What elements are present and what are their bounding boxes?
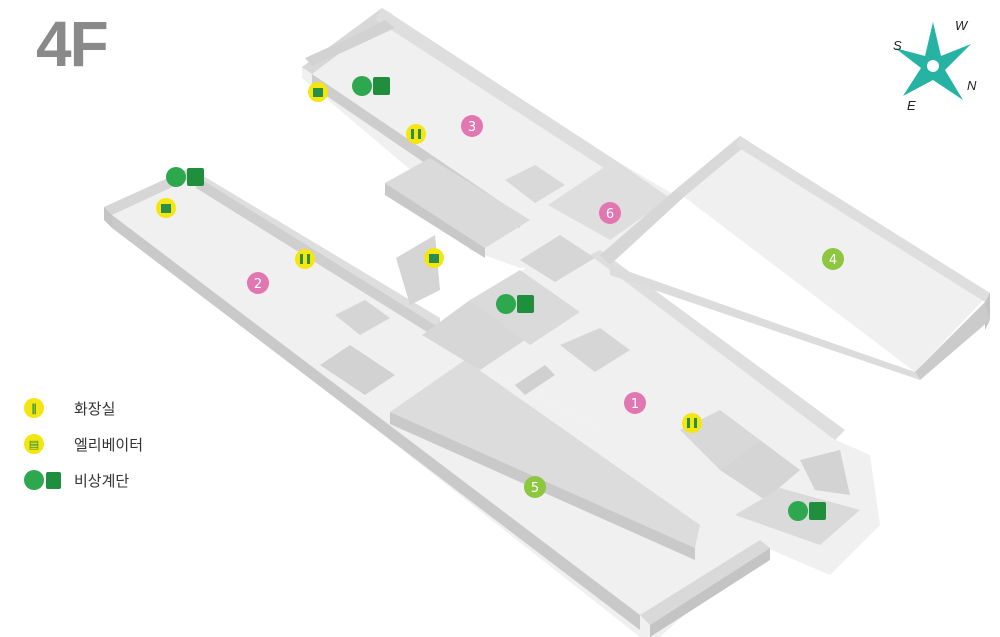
restroom-icon[interactable]	[295, 249, 315, 269]
compass-center-icon	[927, 60, 939, 72]
restroom-icon: ∥	[24, 398, 44, 418]
legend: ∥ 화장실 ▤ 엘리베이터 비상계단	[24, 390, 143, 498]
restroom-icon[interactable]	[682, 413, 702, 433]
slab-top-wing	[302, 8, 615, 215]
legend-item-emergency-exit: 비상계단	[24, 462, 143, 498]
emergency-exit-icon[interactable]	[352, 76, 390, 96]
room-marker-6[interactable]: 6	[599, 202, 621, 224]
legend-item-restroom: ∥ 화장실	[24, 390, 143, 426]
svg-text:2: 2	[254, 277, 262, 292]
room-markers: 1 2 3 4 5 6	[247, 115, 844, 498]
floor-label: 4F	[36, 8, 109, 80]
svg-text:6: 6	[606, 207, 614, 222]
compass-w-label: W	[955, 18, 969, 33]
room-marker-2[interactable]: 2	[247, 272, 269, 294]
legend-label-emergency-exit: 비상계단	[74, 471, 130, 490]
elevator-icon: ▤	[24, 434, 44, 454]
compass-e-label: E	[907, 98, 916, 113]
room-marker-5[interactable]: 5	[524, 476, 546, 498]
compass-rose: W S N E	[893, 18, 977, 113]
walls	[104, 8, 990, 637]
legend-item-elevator: ▤ 엘리베이터	[24, 426, 143, 462]
svg-text:5: 5	[531, 481, 539, 496]
svg-text:3: 3	[468, 120, 476, 135]
svg-text:4: 4	[829, 253, 837, 268]
emergency-exit-icon[interactable]	[496, 294, 534, 314]
room-marker-3[interactable]: 3	[461, 115, 483, 137]
emergency-exit-icon[interactable]	[166, 167, 204, 187]
compass-n-label: N	[967, 78, 977, 93]
elevator-icon[interactable]	[156, 198, 176, 218]
legend-label-restroom: 화장실	[74, 399, 116, 418]
emergency-exit-icon[interactable]	[788, 501, 826, 521]
legend-label-elevator: 엘리베이터	[74, 435, 144, 454]
room-marker-4[interactable]: 4	[822, 248, 844, 270]
restroom-icon[interactable]	[406, 124, 426, 144]
room-marker-1[interactable]: 1	[624, 392, 646, 414]
svg-text:1: 1	[631, 397, 639, 412]
facility-icons	[156, 76, 826, 521]
emergency-exit-icon	[24, 470, 61, 490]
elevator-icon[interactable]	[308, 82, 328, 102]
compass-s-label: S	[893, 38, 902, 53]
elevator-icon[interactable]	[424, 248, 444, 268]
